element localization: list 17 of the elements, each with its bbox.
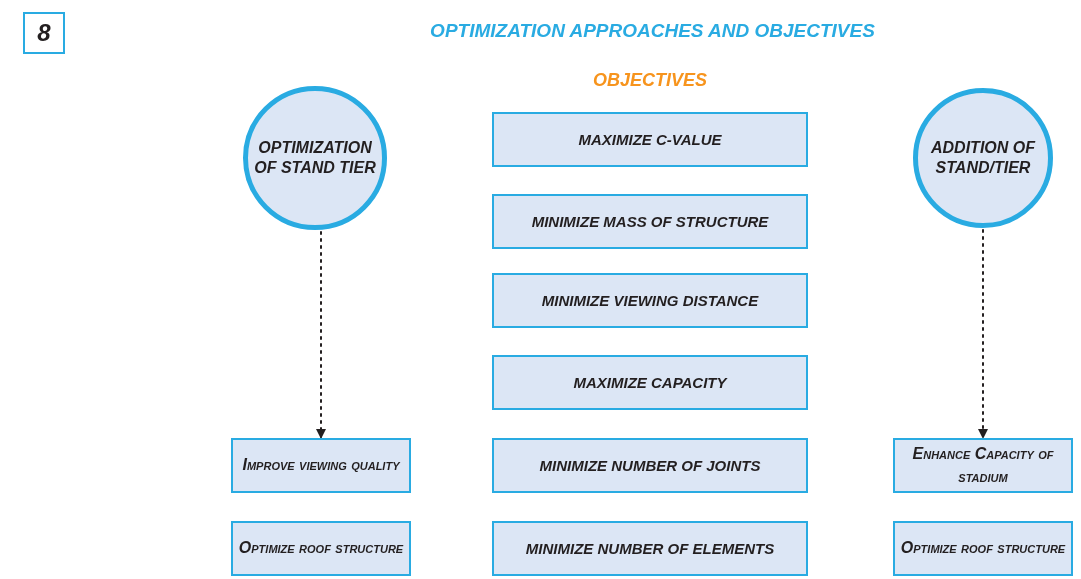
- objective-box: MINIMIZE VIEWING DISTANCE: [492, 273, 808, 328]
- outcome-box: Improve viewing quality: [231, 438, 411, 493]
- dotted-arrow: [316, 231, 326, 439]
- outcome-box: Optimize roof structure: [893, 521, 1073, 576]
- diagram-title: OPTIMIZATION APPROACHES AND OBJECTIVES: [429, 20, 876, 42]
- section-heading: OBJECTIVES: [592, 70, 708, 91]
- objective-box: MINIMIZE MASS OF STRUCTURE: [492, 194, 808, 249]
- approach-circle: OPTIMIZATION OF STAND TIER: [243, 86, 387, 230]
- objective-box: MINIMIZE NUMBER OF JOINTS: [492, 438, 808, 493]
- objective-box: MAXIMIZE C-VALUE: [492, 112, 808, 167]
- outcome-box: Enhance Capacity of stadium: [893, 438, 1073, 493]
- dotted-arrow: [978, 229, 988, 439]
- objective-box: MINIMIZE NUMBER OF ELEMENTS: [492, 521, 808, 576]
- number-badge: 8: [23, 12, 65, 54]
- approach-circle: ADDITION OF STAND/TIER: [913, 88, 1053, 228]
- objective-box: MAXIMIZE CAPACITY: [492, 355, 808, 410]
- outcome-box: Optimize roof structure: [231, 521, 411, 576]
